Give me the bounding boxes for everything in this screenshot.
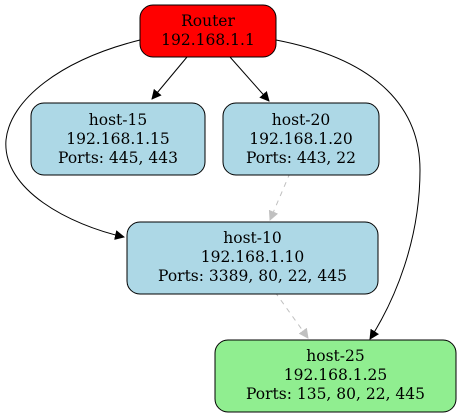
node-router-title: Router: [181, 12, 235, 30]
node-host-10: host-10 192.168.1.10 Ports: 3389, 80, 22…: [126, 221, 379, 295]
node-host-25-title: host-25: [306, 347, 364, 365]
node-host-20-ip: 192.168.1.20: [249, 130, 353, 148]
node-host-10-title: host-10: [223, 229, 281, 247]
edge-router-host10: [5, 39, 141, 240]
node-host-15: host-15 192.168.1.15 Ports: 445, 443: [30, 102, 206, 176]
node-host-20: host-20 192.168.1.20 Ports: 443, 22: [222, 102, 380, 176]
edge-router-host25: [275, 39, 421, 340]
edge-router-host20: [229, 56, 270, 102]
node-host-15-box: [30, 102, 206, 176]
node-router-box: [139, 4, 277, 58]
node-host-10-ports: Ports: 3389, 80, 22, 445: [158, 267, 347, 285]
node-host-25-ports: Ports: 135, 80, 22, 445: [246, 385, 425, 403]
edge-host10-host25: [274, 291, 309, 339]
node-host-15-ip: 192.168.1.15: [66, 130, 170, 148]
node-host-20-box: [222, 102, 380, 176]
node-host-25-box: [214, 339, 457, 413]
node-host-25-ip: 192.168.1.25: [284, 366, 388, 384]
node-router-ip: 192.168.1.1: [161, 31, 255, 49]
node-host-15-title: host-15: [89, 111, 147, 129]
node-host-10-box: [126, 221, 379, 295]
node-host-20-ports: Ports: 443, 22: [246, 149, 356, 167]
node-host-15-ports: Ports: 445, 443: [58, 149, 178, 167]
node-host-10-ip: 192.168.1.10: [201, 248, 305, 266]
node-host-25: host-25 192.168.1.25 Ports: 135, 80, 22,…: [214, 339, 457, 413]
node-router: Router 192.168.1.1: [139, 4, 277, 58]
edge-router-host15: [151, 56, 188, 100]
edge-host20-host10: [268, 172, 291, 221]
node-host-20-title: host-20: [272, 111, 330, 129]
edges: [5, 39, 421, 340]
